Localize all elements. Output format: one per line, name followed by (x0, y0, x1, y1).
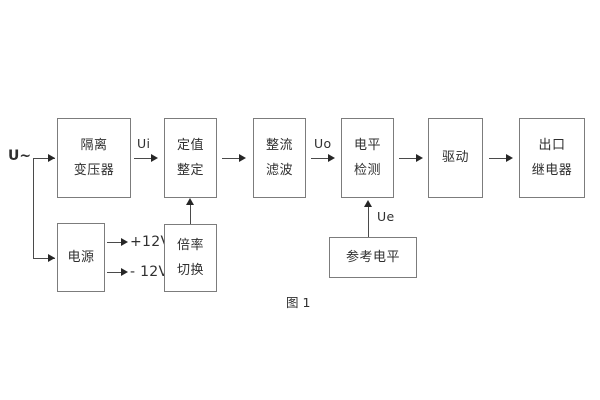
connector-source-to-power-line (33, 258, 55, 259)
block-multiplier-switch-line-2: 切换 (176, 262, 204, 278)
connector-reference-to-level-line (368, 207, 369, 237)
signal-label-ui: Ui (137, 136, 151, 151)
block-isolation-transformer-line-2: 变压器 (73, 162, 115, 178)
source-label-u-ac: U~ (8, 148, 32, 164)
connector-multiplier-to-setpoint-line (190, 205, 191, 224)
block-rectify-filter: 整流 滤波 (253, 118, 306, 198)
rail-label-negative-12v: - 12V (130, 264, 169, 280)
connector-rectify-to-level-line (311, 158, 333, 159)
arrowhead-drive-to-relay (506, 154, 513, 162)
arrowhead-power-rail-positive (121, 238, 128, 246)
block-power-supply: 电源 (57, 223, 105, 292)
block-output-relay: 出口 继电器 (519, 118, 585, 198)
connector-source-to-transformer-line (33, 158, 55, 159)
block-setpoint-adjust-line-1: 定值 (176, 137, 204, 153)
arrowhead-level-to-drive (416, 154, 423, 162)
block-level-detect-line-1: 电平 (353, 137, 381, 153)
block-isolation-transformer: 隔离 变压器 (57, 118, 131, 198)
figure-caption: 图 1 (286, 295, 311, 310)
block-reference-level-line-1: 参考电平 (345, 249, 400, 265)
connector-transformer-to-setpoint-line (134, 158, 156, 159)
block-level-detect-line-2: 检测 (353, 162, 381, 178)
block-power-supply-line-1: 电源 (67, 249, 95, 265)
block-rectify-filter-line-1: 整流 (265, 137, 293, 153)
arrowhead-source-to-power (48, 254, 55, 262)
arrowhead-reference-to-level (364, 200, 372, 207)
connector-source-branch-trunk (33, 158, 34, 258)
arrowhead-transformer-to-setpoint (151, 154, 158, 162)
connector-power-rail-negative-line (107, 272, 125, 273)
block-rectify-filter-line-2: 滤波 (265, 162, 293, 178)
block-isolation-transformer-line-1: 隔离 (80, 137, 108, 153)
block-output-relay-line-2: 继电器 (531, 162, 573, 178)
connector-drive-to-relay-line (489, 158, 511, 159)
arrowhead-rectify-to-level (328, 154, 335, 162)
signal-label-uo: Uo (314, 136, 332, 151)
rail-label-positive-12v: +12V (130, 234, 171, 250)
arrowhead-source-to-transformer (48, 154, 55, 162)
block-multiplier-switch: 倍率 切换 (164, 224, 217, 292)
block-output-relay-line-1: 出口 (538, 137, 566, 153)
connector-setpoint-to-rectify-line (222, 158, 244, 159)
arrowhead-setpoint-to-rectify (239, 154, 246, 162)
block-drive: 驱动 (428, 118, 483, 198)
arrowhead-multiplier-to-setpoint (186, 198, 194, 205)
arrowhead-power-rail-negative (121, 268, 128, 276)
block-level-detect: 电平 检测 (341, 118, 394, 198)
connector-power-rail-positive-line (107, 242, 125, 243)
connector-level-to-drive-line (399, 158, 421, 159)
block-setpoint-adjust-line-2: 整定 (176, 162, 204, 178)
block-multiplier-switch-line-1: 倍率 (176, 237, 204, 253)
block-setpoint-adjust: 定值 整定 (164, 118, 217, 198)
block-drive-line-1: 驱动 (441, 150, 469, 166)
block-reference-level: 参考电平 (329, 237, 417, 278)
signal-label-ue: Ue (377, 209, 395, 224)
